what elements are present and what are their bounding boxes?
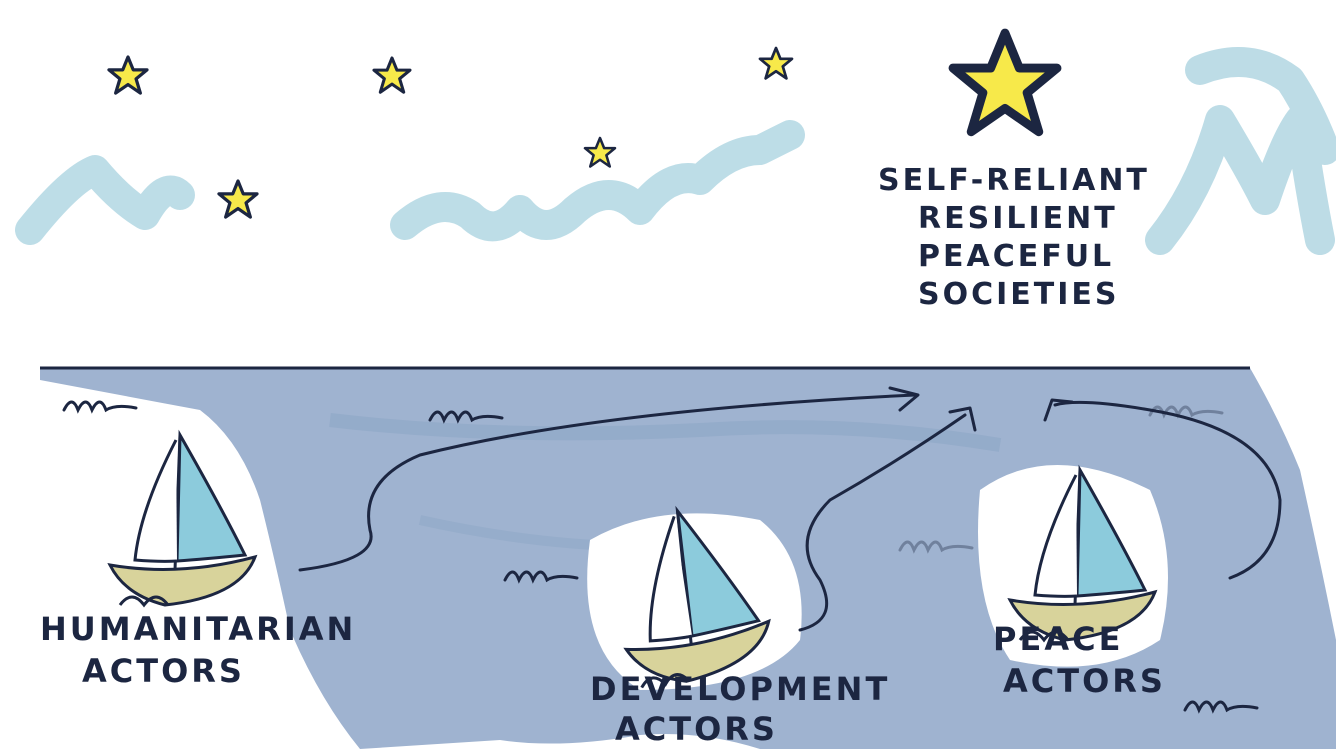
big-star-icon bbox=[953, 33, 1057, 132]
peace-arrowhead bbox=[1043, 398, 1074, 422]
sky-wash bbox=[15, 47, 1336, 255]
actor-label-line: ACTORS bbox=[1003, 662, 1166, 700]
development-arrowhead bbox=[948, 406, 977, 432]
actor-label-line: HUMANITARIAN bbox=[40, 610, 356, 648]
star-icon bbox=[372, 56, 412, 94]
star-icon bbox=[583, 136, 617, 168]
development-label: DEVELOPMENT ACTORS bbox=[590, 670, 890, 748]
humanitarian-boat-icon bbox=[108, 433, 257, 607]
goal-line: RESILIENT bbox=[918, 201, 1118, 236]
actor-label-line: ACTORS bbox=[615, 710, 778, 748]
humanitarian-arrow bbox=[298, 393, 917, 572]
humanitarian-arrowhead bbox=[888, 386, 920, 412]
humanitarian-label: HUMANITARIAN ACTORS bbox=[40, 610, 356, 690]
actor-label-line: DEVELOPMENT bbox=[590, 670, 890, 708]
actor-label-line: PEACE bbox=[993, 620, 1123, 658]
trajectory-arrows bbox=[298, 386, 1282, 632]
wave-icon bbox=[62, 400, 138, 412]
peace-label: PEACE ACTORS bbox=[993, 620, 1166, 700]
peace-arrow bbox=[1053, 400, 1282, 580]
goal-line: PEACEFUL bbox=[918, 239, 1114, 274]
star-icon bbox=[758, 46, 794, 80]
star-icon bbox=[107, 55, 149, 95]
star-icon bbox=[217, 179, 259, 219]
goal-caption: SELF-RELIANT RESILIENT PEACEFUL SOCIETIE… bbox=[878, 163, 1150, 312]
goal-line: SELF-RELIANT bbox=[878, 163, 1150, 198]
goal-line: SOCIETIES bbox=[918, 277, 1120, 312]
development-arrow bbox=[798, 413, 967, 632]
actor-label-line: ACTORS bbox=[82, 652, 245, 690]
